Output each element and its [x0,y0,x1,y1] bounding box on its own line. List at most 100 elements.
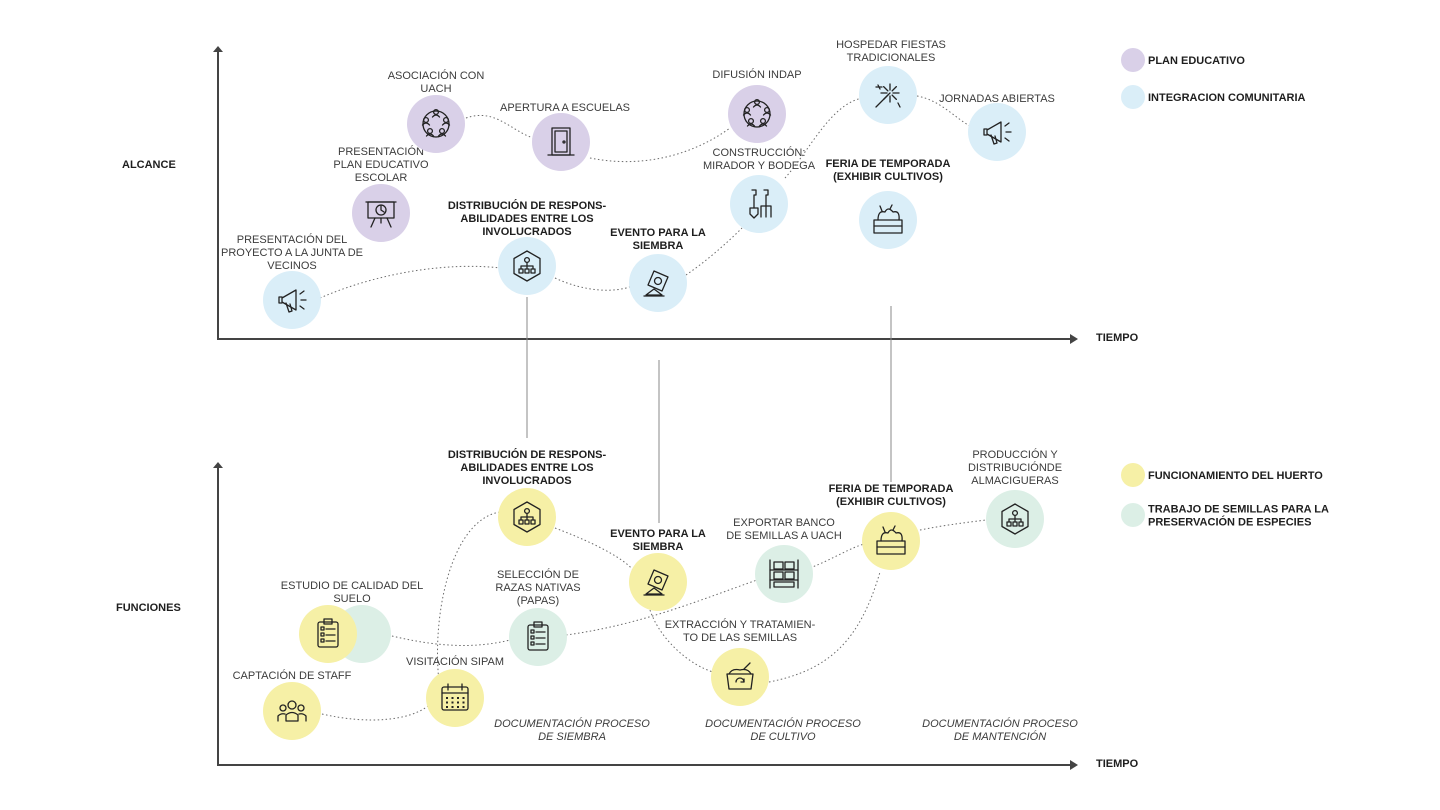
node-label-line: APERTURA A ESCUELAS [500,102,630,114]
legend-label: INTEGRACION COMUNITARIA [1148,92,1306,104]
node-circle [426,669,484,727]
node-label-line: JORNADAS ABIERTAS [939,93,1055,105]
legend-swatch [1121,48,1145,72]
node-label-line: CONSTRUCCIÓN: [713,146,806,159]
node-circle [711,648,769,706]
top-x-axis-title: TIEMPO [1096,332,1139,344]
node-circle [263,271,321,329]
node-label-line: SUELO [333,593,371,605]
legend-swatch [1121,85,1145,109]
team-icon [277,700,307,722]
seed-packet-icon [643,569,669,596]
legend-swatch [1121,463,1145,487]
node-circle [299,605,357,663]
top-axes [213,46,1078,344]
node-jornadas-abiertas[interactable]: JORNADAS ABIERTAS [939,93,1055,161]
node-label-line: EXTRACCIÓN Y TRATAMIEN- [665,618,816,631]
documentation-label-line: DE CULTIVO [750,731,816,743]
top-legend: PLAN EDUCATIVO INTEGRACION COMUNITARIA [1121,48,1306,109]
node-label-line: VECINOS [267,260,317,272]
node-difusion-indap[interactable]: DIFUSIÓN INDAP [712,68,802,143]
node-label: DISTRIBUCIÓN DE RESPONS-ABILIDADES ENTRE… [448,199,607,238]
node-label-line: DISTRIBUCIÓNDE [968,461,1062,474]
node-label: CONSTRUCCIÓN:MIRADOR Y BODEGA [703,146,816,172]
legend-item: FUNCIONAMIENTO DEL HUERTO [1121,463,1323,487]
node-label-line: EXPORTAR BANCO [733,517,835,529]
node-label-line: RAZAS NATIVAS [495,582,580,594]
shovel-fork-icon [749,189,772,219]
node-distribucion-b[interactable]: DISTRIBUCIÓN DE RESPONS-ABILIDADES ENTRE… [448,448,607,546]
node-label-line: (PAPAS) [517,595,559,607]
node-label-line: PROYECTO A LA JUNTA DE [221,247,363,259]
vegetable-crate-icon [873,204,903,234]
documentation-label-line: DOCUMENTACIÓN PROCESO [705,717,861,730]
node-label-line: TRADICIONALES [847,52,936,64]
bottom-legend: FUNCIONAMIENTO DEL HUERTO TRABAJO DE SEMI… [1121,463,1329,529]
node-circle [730,175,788,233]
node-distribucion[interactable]: DISTRIBUCIÓN DE RESPONS-ABILIDADES ENTRE… [448,199,607,295]
megaphone-icon [983,121,1012,145]
documentation-label-line: DE MANTENCIÓN [954,730,1046,743]
node-label: JORNADAS ABIERTAS [939,93,1055,105]
node-label-line: INVOLUCRADOS [482,475,571,487]
node-circle [728,85,786,143]
node-label-line: PRODUCCIÓN Y [972,448,1058,461]
node-label-line: PRESENTACIÓN DEL [237,233,347,246]
top-connections [319,95,971,299]
legend-label-line: INTEGRACION COMUNITARIA [1148,92,1306,104]
node-label: CAPTACIÓN DE STAFF [233,669,352,682]
bottom-connections [321,511,987,721]
node-label: FERIA DE TEMPORADA(EXHIBIR CULTIVOS) [829,483,954,508]
legend-label: PLAN EDUCATIVO [1148,55,1245,67]
node-label: DISTRIBUCIÓN DE RESPONS-ABILIDADES ENTRE… [448,448,607,487]
node-label-line: ALMACIGUERAS [971,475,1058,487]
people-network-icon [742,98,772,128]
node-captacion-staff[interactable]: CAPTACIÓN DE STAFF [233,669,352,740]
node-circle [352,184,410,242]
cross-panel-connectors [526,297,892,523]
node-feria-temporada-b[interactable]: FERIA DE TEMPORADA(EXHIBIR CULTIVOS) [829,483,954,570]
node-label: VISITACIÓN SIPAM [406,655,504,668]
node-label-line: DISTRIBUCIÓN DE RESPONS- [448,199,607,212]
node-label-line: ABILIDADES ENTRE LOS [460,213,593,225]
node-circle [629,553,687,611]
seed-packet-icon [643,270,669,297]
node-label-line: EVENTO PARA LA [610,227,706,239]
seed-box-icon [726,662,754,690]
node-visitacion-sipam[interactable]: VISITACIÓN SIPAM [406,655,504,727]
legend-label-line: TRABAJO DE SEMILLAS PARA LA [1148,504,1329,516]
node-circle [755,545,813,603]
node-circle [509,608,567,666]
legend-swatch [1121,503,1145,527]
node-label-line: EVENTO PARA LA [610,528,706,540]
bottom-axes [213,462,1078,770]
door-icon [547,127,575,156]
node-apertura-escuelas[interactable]: APERTURA A ESCUELAS [500,102,630,171]
node-extraccion[interactable]: EXTRACCIÓN Y TRATAMIEN-TO DE LAS SEMILLA… [665,618,816,706]
fireworks-icon [875,83,901,108]
node-label-line: DISTRIBUCIÓN DE RESPONS- [448,448,607,461]
node-label-line: DIFUSIÓN INDAP [712,68,801,81]
node-label-line: FERIA DE TEMPORADA [826,158,951,170]
node-construccion[interactable]: CONSTRUCCIÓN:MIRADOR Y BODEGA [703,146,816,233]
node-label-line: INVOLUCRADOS [482,226,571,238]
node-feria-temporada[interactable]: FERIA DE TEMPORADA(EXHIBIR CULTIVOS) [826,158,951,249]
